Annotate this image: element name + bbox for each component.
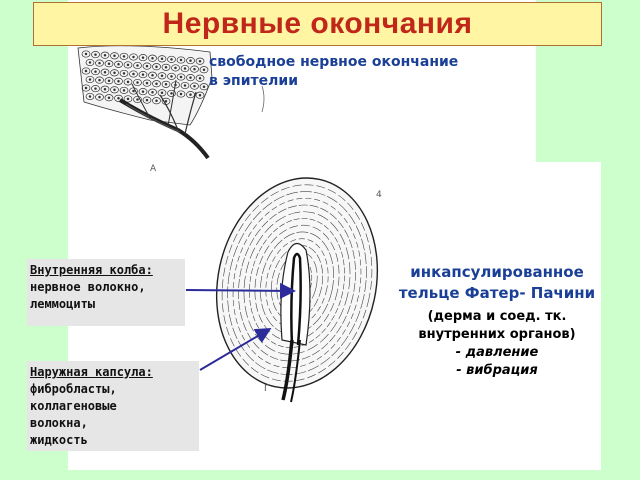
- pacinian-function: - давление: [455, 345, 539, 360]
- pacinian-function: - вибрация: [456, 363, 538, 378]
- pacinian-corpuscle-drawing: [215, 177, 379, 403]
- outer-capsule-line: волокна,: [30, 416, 88, 430]
- caption-line: в эпителии: [209, 73, 298, 89]
- outer-capsule-heading: Наружная капсула:: [30, 365, 153, 379]
- pacinian-location: (дерма и соед. тк.: [427, 309, 567, 324]
- caption-line: свободное нервное окончание: [209, 54, 459, 70]
- free-ending-caption: свободное нервное окончание в эпителии: [209, 53, 458, 91]
- figure-letter-a: А: [150, 164, 157, 174]
- title-banner: Нервные окончания: [33, 2, 602, 46]
- outer-capsule-label: Наружная капсула: фибробласты, коллагено…: [27, 361, 199, 451]
- inner-bulb-arrow: [185, 282, 296, 299]
- pacinian-heading: тельце Фатер- Пачини: [398, 284, 596, 302]
- figure-letter-g: Г: [264, 384, 270, 394]
- pacinian-description: инкапсулированное тельце Фатер- Пачини (…: [390, 262, 604, 380]
- inner-bulb-heading: Внутренняя колба:: [30, 263, 153, 277]
- figure-number: 4: [376, 190, 382, 200]
- pacinian-heading: инкапсулированное: [410, 263, 584, 281]
- inner-bulb-line: леммоциты: [30, 297, 96, 311]
- outer-capsule-line: коллагеновые: [30, 399, 117, 413]
- outer-capsule-line: фибробласты,: [30, 382, 117, 396]
- inner-bulb-line: нервное волокно,: [30, 280, 146, 294]
- page-title: Нервные окончания: [162, 7, 473, 40]
- epithelium-drawing: [77, 45, 265, 160]
- inner-bulb-label: Внутренняя колба: нервное волокно, леммо…: [27, 259, 185, 326]
- pacinian-location: внутренних органов): [418, 327, 576, 342]
- outer-capsule-arrow: [199, 327, 272, 371]
- outer-capsule-line: жидкость: [30, 433, 88, 447]
